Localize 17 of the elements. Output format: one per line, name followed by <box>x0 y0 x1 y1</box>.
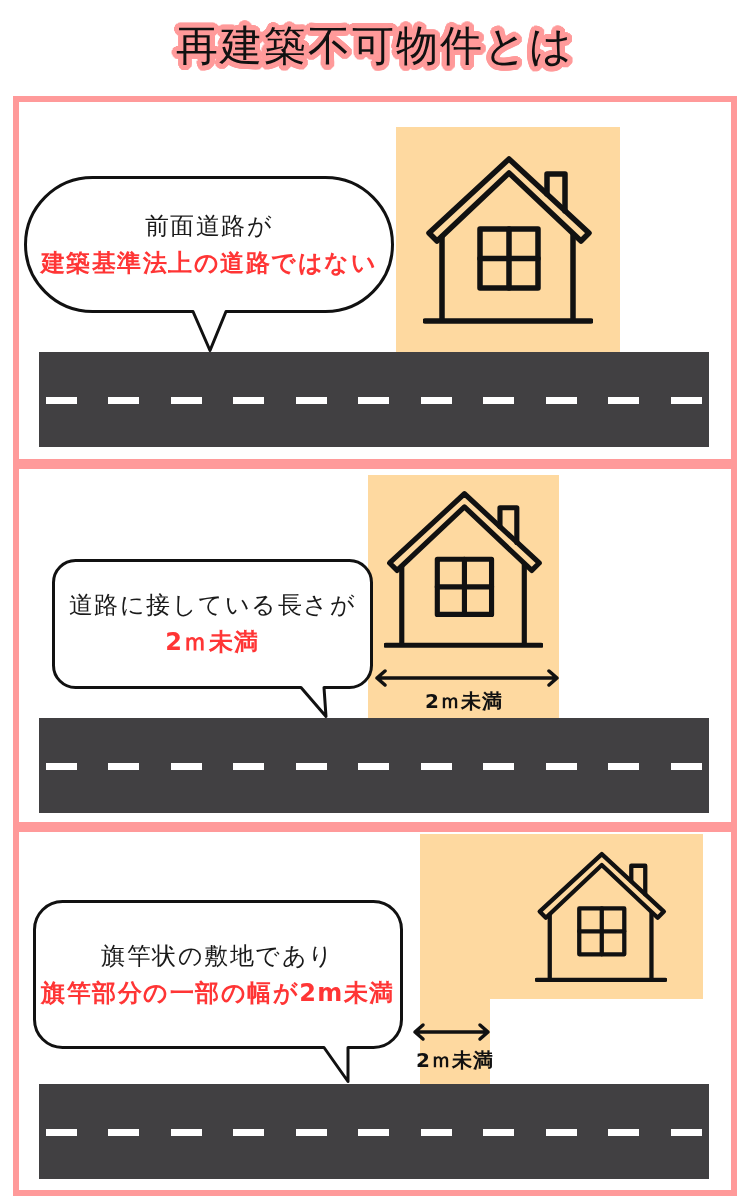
panel <box>13 826 737 1196</box>
title: 再建築不可物件とは <box>176 20 574 72</box>
dimension-label: 2ｍ未満 <box>416 1048 494 1072</box>
speech-bubble <box>24 176 394 352</box>
bubble-text: 前面道路が <box>144 211 274 241</box>
road <box>39 718 709 813</box>
bubble-text: 旗竿状の敷地であり <box>101 941 335 971</box>
highlight-text: 2ｍ未満 <box>165 628 260 657</box>
road <box>39 352 709 447</box>
road <box>39 1084 709 1179</box>
bubble-text: 道路に接している長さが <box>68 591 357 620</box>
speech-bubble <box>33 900 403 1083</box>
highlight-text: 旗竿部分の一部の幅が2m未満 <box>41 978 395 1008</box>
panel <box>13 96 737 465</box>
highlight-text: 建築基準法上の道路ではない <box>40 248 378 278</box>
speech-bubble <box>52 559 373 718</box>
dimension-label: 2ｍ未満 <box>425 689 503 713</box>
